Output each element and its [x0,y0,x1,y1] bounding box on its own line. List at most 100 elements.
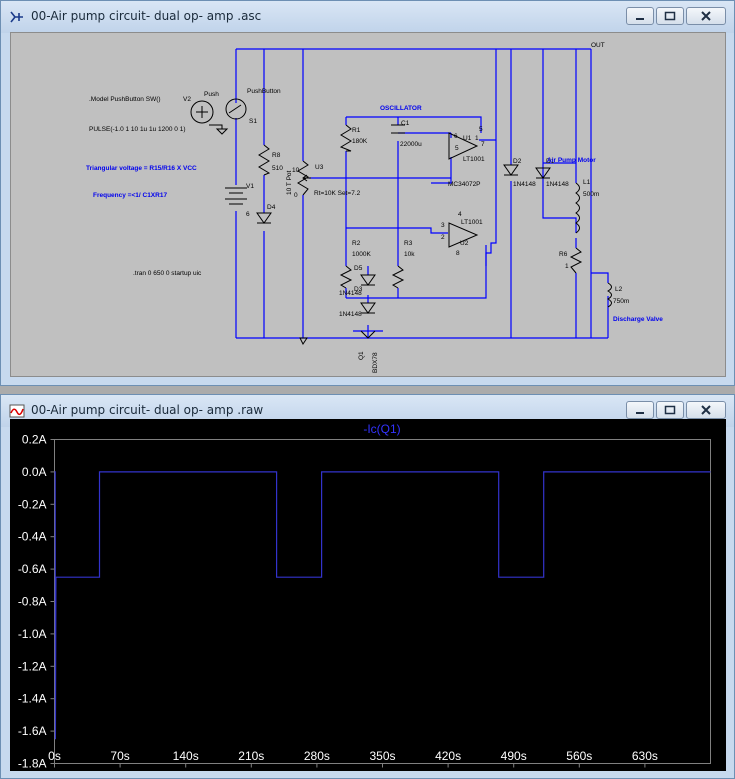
c1-name: C1 [401,120,410,127]
x-tick-label: 630s [632,749,658,763]
r6-value: 1 [565,263,569,270]
v2-name: V2 [183,96,191,103]
d2-value: 1N4148 [513,181,536,188]
pin-3: 3 [441,222,445,229]
ltspice-schematic-icon [10,11,23,23]
y-tick-label: -0.2A [18,497,47,511]
d1-value: 1N4148 [546,181,569,188]
schematic-window: 00-Air pump circuit- dual op- amp .asc [0,0,735,386]
maximize-button[interactable] [656,401,684,419]
x-tick-label: 70s [110,749,129,763]
u3-params: Rt=10K Set=7.2 [314,190,361,197]
d2-name: D2 [513,158,522,165]
note-triangular: Triangular voltage = R15/R16 X VCC [86,165,197,172]
x-tick-label: 560s [566,749,592,763]
minimize-icon [636,18,644,20]
y-tick-label: -1.2A [18,659,47,673]
label-oscillator: OSCILLATOR [380,105,422,112]
directive-model: .Model PushButton SW() [89,96,161,103]
r8-name: R8 [272,152,281,159]
u3-name: U3 [315,164,324,171]
y-tick-label: 0.0A [22,465,47,479]
r6-name: R6 [559,251,568,258]
d3-value: 1N4148 [339,311,362,318]
r3-value: 10k [404,251,415,258]
schematic-titlebar[interactable]: 00-Air pump circuit- dual op- amp .asc [1,1,734,33]
y-tick-label: 0.2A [22,433,47,447]
y-tick-label: -1.6A [18,724,47,738]
y-tick-label: -1.8A [18,757,47,771]
l1-name: L1 [583,179,591,186]
directive-tran: .tran 0 650 0 startup uic [133,270,202,277]
v2-label: Push [204,91,219,98]
minimize-button[interactable] [626,7,654,25]
x-tick-label: 140s [173,749,199,763]
x-tick-label: 420s [435,749,461,763]
minimize-icon [636,412,644,414]
x-tick-label: 210s [238,749,264,763]
chart-title: -Ic(Q1) [363,422,400,436]
close-icon [701,405,711,415]
l2-name: L2 [615,286,623,293]
u2-name: U2 [460,240,469,247]
schematic-canvas[interactable]: .Model PushButton SW() PULSE(-1.0 1 10 1… [10,32,726,377]
pin-2: 2 [441,234,445,241]
s1-value: S1 [249,118,257,125]
pin-1: 1 [475,135,479,142]
maximize-button[interactable] [656,7,684,25]
schematic-comments: OSCILLATOR Air Pump Motor Discharge Valv… [86,105,663,323]
x-tick-label: 0s [48,749,61,763]
r1-value: 180K [352,138,368,145]
pin-7: 7 [481,141,485,148]
l1-value: 500m [583,191,599,198]
trace-ic-q1 [54,471,711,740]
ltspice-waveform-icon [9,404,25,418]
maximize-icon [664,405,676,415]
plot-frame [54,439,711,764]
q1-name: Q1 [358,351,365,360]
u2-model: LT1001 [461,219,483,226]
y-axis: 0.2A0.0A-0.2A-0.4A-0.6A-0.8A-1.0A-1.2A-1… [18,433,55,771]
pin-5a: 5 [479,126,483,133]
l2-value: 750m [613,298,629,305]
note-frequency: Frequency =<1/ C1XR17 [93,192,167,199]
u1-name: U1 [463,135,472,142]
y-tick-label: -1.4A [18,692,47,706]
minimize-button[interactable] [626,401,654,419]
waveform-chart[interactable]: -Ic(Q1) 0.2A0.0A-0.2A-0.4A-0.6A-0.8A-1.0… [10,419,726,771]
ground-symbols [209,124,308,345]
pin-8: 8 [456,250,460,257]
close-button[interactable] [686,401,726,419]
x-axis: 0s 70s 140s 210s 280s 350s 420s 490s 560s 630s [48,749,658,768]
wires [235,48,609,339]
r3-name: R3 [404,240,413,247]
ic-name: MC34072P [448,181,481,188]
label-air-pump-motor: Air Pump Motor [547,157,596,164]
y-tick-label: -0.6A [18,562,47,576]
d5-value: 1N4148 [339,290,362,297]
pot-val10: 10 [292,167,300,174]
x-tick-label: 490s [501,749,527,763]
pin-5b: 5 [455,145,459,152]
r1-name: R1 [352,127,361,134]
schematic-labels: .Model PushButton SW() PULSE(-1.0 1 10 1… [89,42,629,373]
q1-value: BDX78 [372,352,379,373]
u1-model: LT1001 [463,156,485,163]
x-tick-label: 280s [304,749,330,763]
y-tick-label: -0.4A [18,530,47,544]
d1-name: D1 [546,158,555,165]
schematic-drawing[interactable]: .Model PushButton SW() PULSE(-1.0 1 10 1… [11,33,726,377]
pin-6: 6 [454,133,458,140]
v1-name: V1 [246,183,254,190]
r2-name: R2 [352,240,361,247]
d5-name: D5 [354,265,363,272]
pot-label: 10 T Pot [286,170,293,195]
waveform-window: 00-Air pump circuit- dual op- amp .raw -… [0,394,735,779]
traces [54,471,711,740]
label-out: OUT [591,42,605,49]
x-tick-label: 350s [369,749,395,763]
close-button[interactable] [686,7,726,25]
d3-name: D3 [354,286,363,293]
c1-value: 22000u [400,141,422,148]
